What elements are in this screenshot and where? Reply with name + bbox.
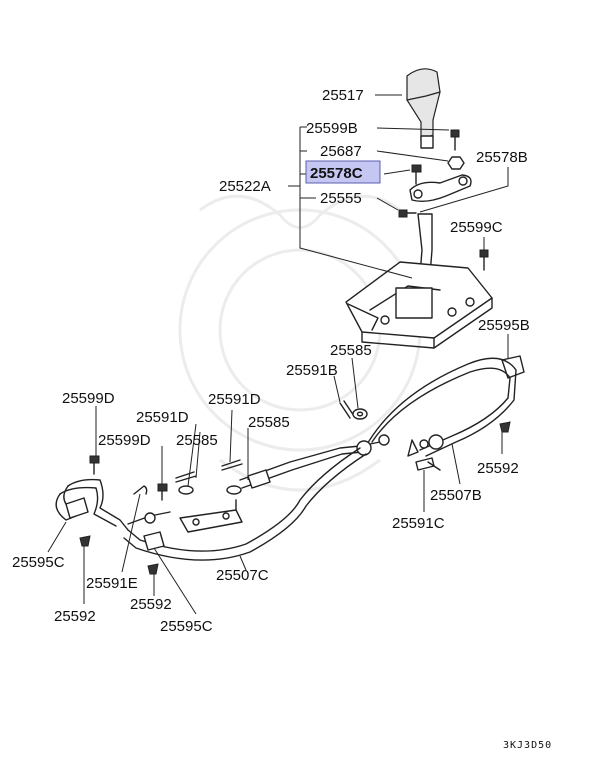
label-25507b[interactable]: 25507B xyxy=(430,487,482,504)
clip-25595c-bottom-part[interactable] xyxy=(143,531,165,551)
bolt-25578c-part[interactable] xyxy=(411,164,422,185)
cotter-pin-25591e-part[interactable] xyxy=(133,485,148,495)
label-25592-left[interactable]: 25592 xyxy=(54,608,96,625)
cotter-pin-25591d-b-part[interactable] xyxy=(221,459,243,471)
cable-25507c-part[interactable] xyxy=(55,447,367,561)
bolt-25555-part[interactable] xyxy=(398,209,417,218)
grommet-25592-mid-part[interactable] xyxy=(147,563,159,575)
shift-lever-assembly-part[interactable] xyxy=(345,213,493,349)
label-25595c-left[interactable]: 25595C xyxy=(12,554,65,571)
bolt-25599d-mid-part[interactable] xyxy=(157,483,168,501)
label-25585-mid[interactable]: 25585 xyxy=(176,432,218,449)
label-25687[interactable]: 25687 xyxy=(320,143,362,160)
cotter-pin-25591b-part[interactable] xyxy=(339,400,355,419)
label-25599b[interactable]: 25599B xyxy=(306,120,358,137)
cotter-pin-25591d-a-part[interactable] xyxy=(175,471,197,483)
label-25595c-bottom[interactable]: 25595C xyxy=(160,618,213,635)
clevis-pin-25591c-part[interactable] xyxy=(415,457,441,471)
label-25592-right[interactable]: 25592 xyxy=(477,460,519,477)
cable-25507b-part[interactable] xyxy=(365,357,517,457)
grommet-25592-left-part[interactable] xyxy=(79,535,91,547)
washer-25585-top-part[interactable] xyxy=(352,408,368,420)
label-25591c[interactable]: 25591C xyxy=(392,515,445,532)
highlight-box xyxy=(305,160,381,184)
bolt-25599c-part[interactable] xyxy=(479,249,489,271)
figure-code: 3KJ3D50 xyxy=(503,740,552,751)
label-25591d-b[interactable]: 25591D xyxy=(208,391,261,408)
label-25507c[interactable]: 25507C xyxy=(216,567,269,584)
label-25599d-left[interactable]: 25599D xyxy=(62,390,115,407)
clip-25595c-left-part[interactable] xyxy=(65,497,89,519)
label-25522a[interactable]: 25522A xyxy=(219,178,271,195)
label-25591b[interactable]: 25591B xyxy=(286,362,338,379)
bolt-25599b-part[interactable] xyxy=(450,129,460,151)
nut-25687-part[interactable] xyxy=(447,156,465,170)
washer-25585-right-part[interactable] xyxy=(226,485,242,495)
label-25517[interactable]: 25517 xyxy=(322,87,364,104)
label-25585-top[interactable]: 25585 xyxy=(330,342,372,359)
label-25591d-a[interactable]: 25591D xyxy=(136,409,189,426)
shift-knob-part[interactable] xyxy=(406,68,441,149)
label-25599c[interactable]: 25599C xyxy=(450,219,503,236)
label-25555[interactable]: 25555 xyxy=(320,190,362,207)
washer-25585-mid-part[interactable] xyxy=(178,485,194,495)
label-25592-mid[interactable]: 25592 xyxy=(130,596,172,613)
cable-bracket-part[interactable] xyxy=(179,499,243,533)
label-25591e[interactable]: 25591E xyxy=(86,575,138,592)
label-25595b[interactable]: 25595B xyxy=(478,317,530,334)
bolt-25599d-left-part[interactable] xyxy=(89,455,100,475)
label-25599d-mid[interactable]: 25599D xyxy=(98,432,151,449)
label-25578c-highlighted[interactable]: 25578C xyxy=(310,165,363,182)
lever-25578b-part[interactable] xyxy=(409,174,472,203)
label-25585-right[interactable]: 25585 xyxy=(248,414,290,431)
label-25578b[interactable]: 25578B xyxy=(476,149,528,166)
cable-end-lower-part[interactable] xyxy=(127,511,171,525)
grommet-25592-right-part[interactable] xyxy=(499,421,511,433)
